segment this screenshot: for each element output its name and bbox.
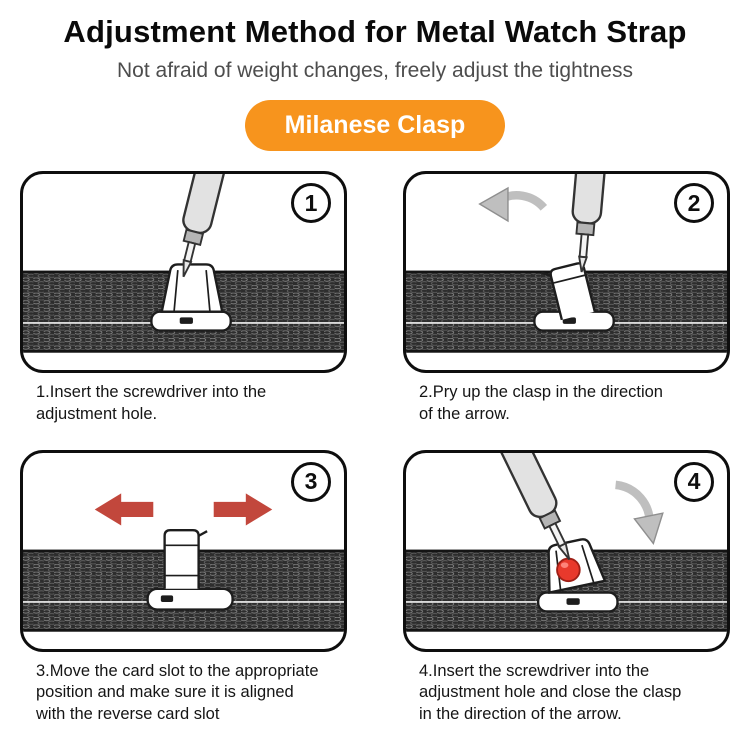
step-2-panel: 2 <box>403 171 730 373</box>
step-4-caption: 4.Insert the screwdriver into the adjust… <box>419 661 682 724</box>
adjustment-hole-dot <box>556 557 581 582</box>
curved-arrow-icon <box>614 480 664 545</box>
step-1: 1 1.Insert the screwdriver into the adju… <box>20 171 347 426</box>
step-2: 2 2.Pry up the clasp in the direction of… <box>403 171 730 426</box>
step-3-illustration <box>23 492 344 632</box>
step-2-illustration <box>406 174 727 353</box>
step-number-badge: 1 <box>291 183 331 223</box>
clasp-icon <box>146 528 234 611</box>
step-3-panel: 3 <box>20 449 347 652</box>
curved-arrow-icon <box>478 186 548 223</box>
steps-grid: 1 1.Insert the screwdriver into the adju… <box>0 171 750 726</box>
screwdriver-icon <box>182 174 234 278</box>
step-1-caption: 1.Insert the screwdriver into the adjust… <box>36 383 267 423</box>
step-4: 4 4.Insert the screwdriver into the adju… <box>403 449 730 726</box>
clasp-type-badge: Milanese Clasp <box>244 100 506 151</box>
left-arrow-icon <box>94 492 154 526</box>
step-3: 3 3.Move the card slot to the appropriat… <box>20 449 347 726</box>
page-subtitle: Not afraid of weight changes, freely adj… <box>117 59 633 82</box>
screwdriver-icon <box>571 174 610 273</box>
page-title: Adjustment Method for Metal Watch Strap <box>63 14 687 49</box>
right-arrow-icon <box>213 492 273 526</box>
step-4-panel: 4 <box>403 449 730 652</box>
step-number-badge: 2 <box>674 183 714 223</box>
clasp-icon <box>150 263 232 332</box>
step-number-badge: 4 <box>674 461 714 502</box>
screwdriver-icon <box>490 452 571 560</box>
clasp-icon <box>533 262 615 332</box>
step-3-caption: 3.Move the card slot to the appropriate … <box>36 661 319 724</box>
step-4-illustration <box>406 452 727 632</box>
step-2-caption: 2.Pry up the clasp in the direction of t… <box>419 383 663 423</box>
step-number-badge: 3 <box>291 461 331 502</box>
step-1-illustration <box>23 174 344 353</box>
step-1-panel: 1 <box>20 171 347 373</box>
